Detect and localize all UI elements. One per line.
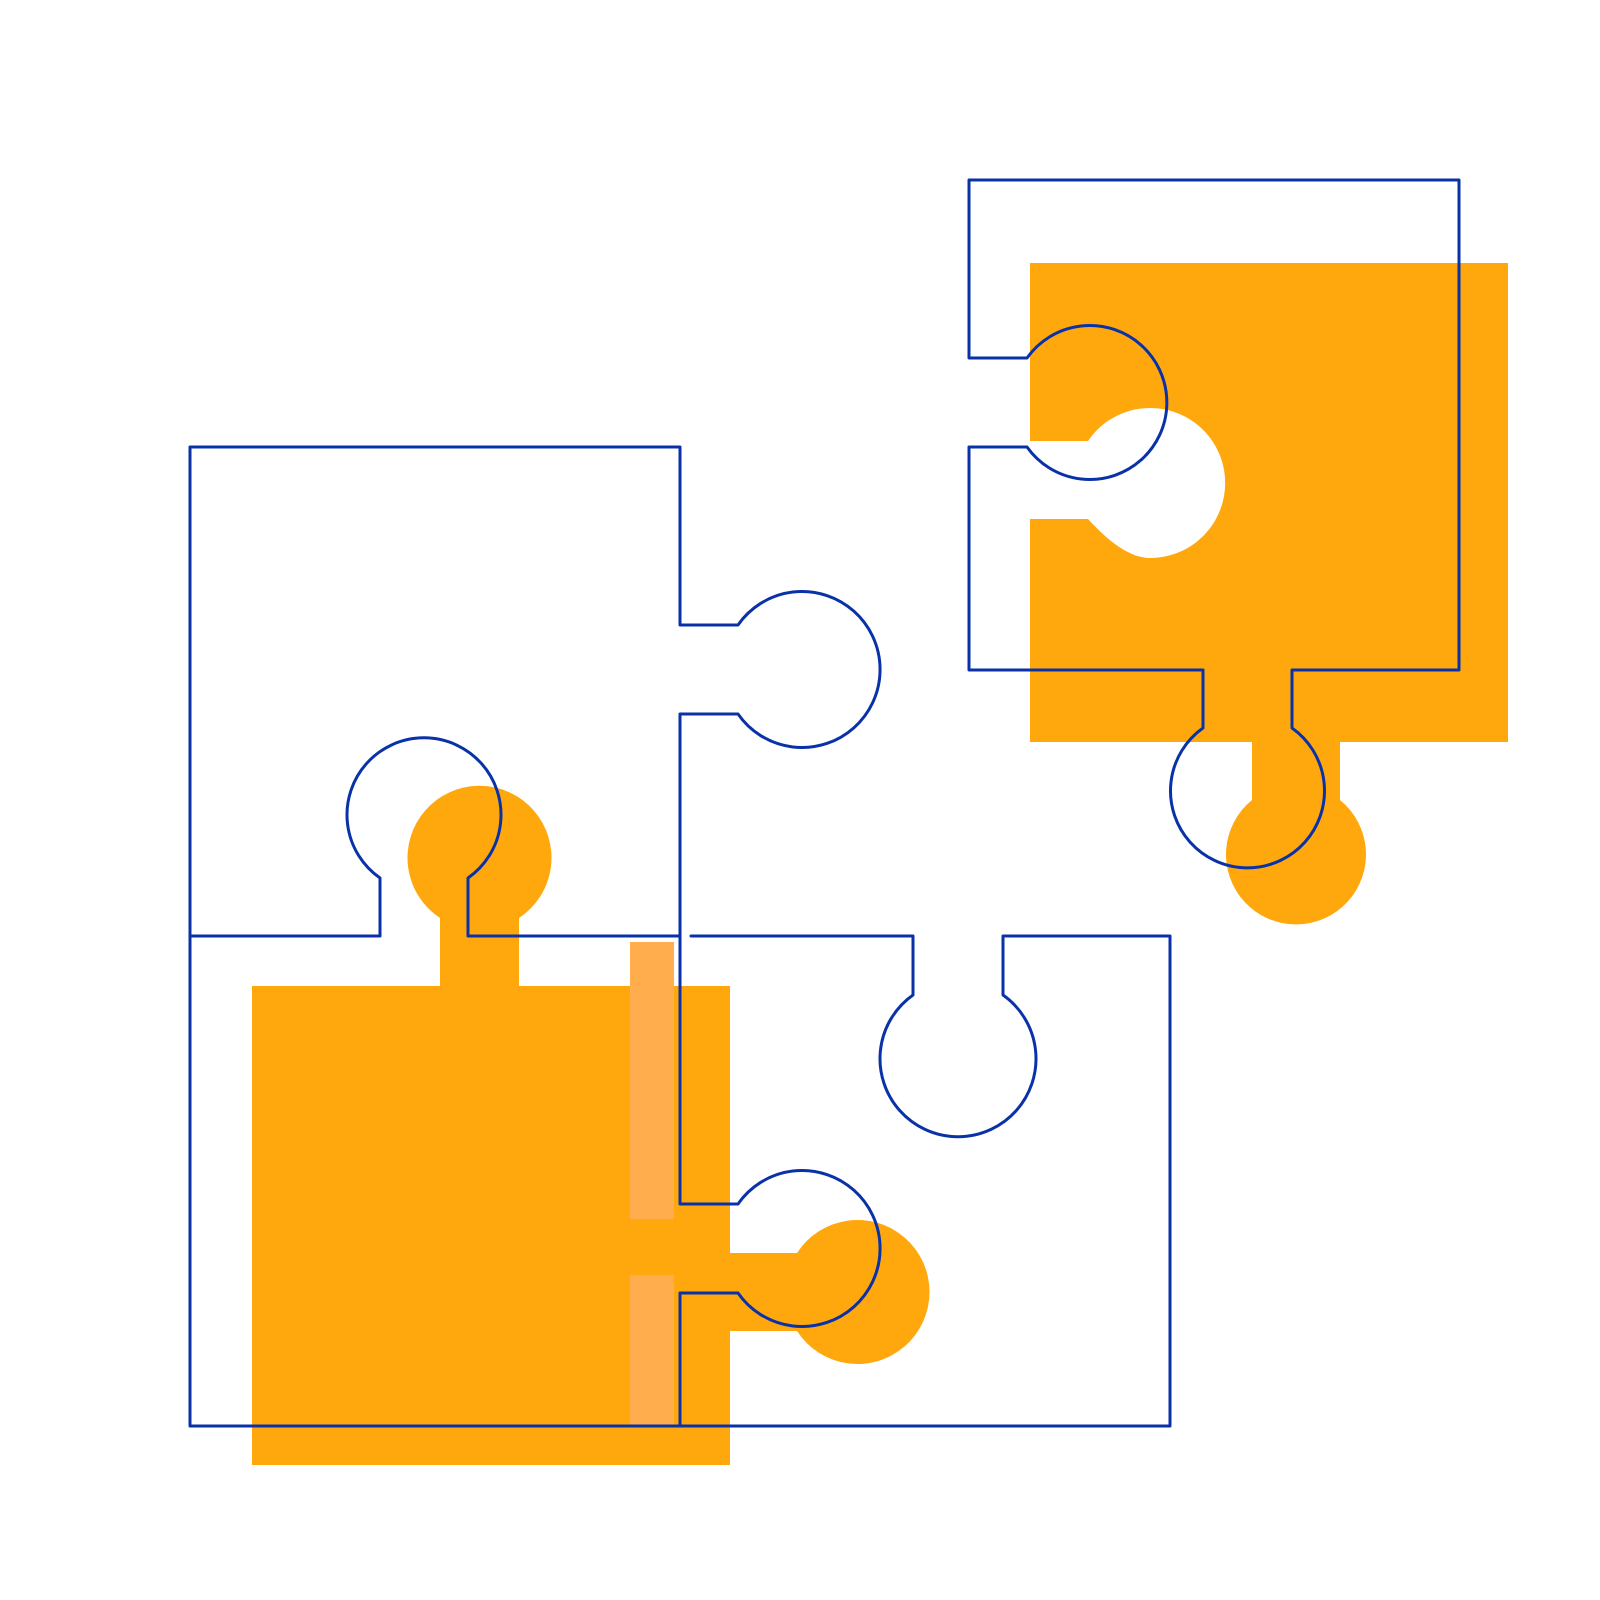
outline-puzzle-piece-top-right bbox=[967, 178, 1461, 870]
outline-puzzle-piece-bottom-left bbox=[188, 934, 882, 1428]
light-orange-strip-upper bbox=[630, 942, 674, 1219]
outline-puzzle-piece-bottom-right bbox=[678, 934, 1172, 1428]
orange-puzzle-piece-top-right bbox=[1030, 263, 1508, 925]
light-orange-strip-lower bbox=[630, 1275, 674, 1425]
orange-puzzle-piece-bottom-left bbox=[252, 785, 930, 1465]
